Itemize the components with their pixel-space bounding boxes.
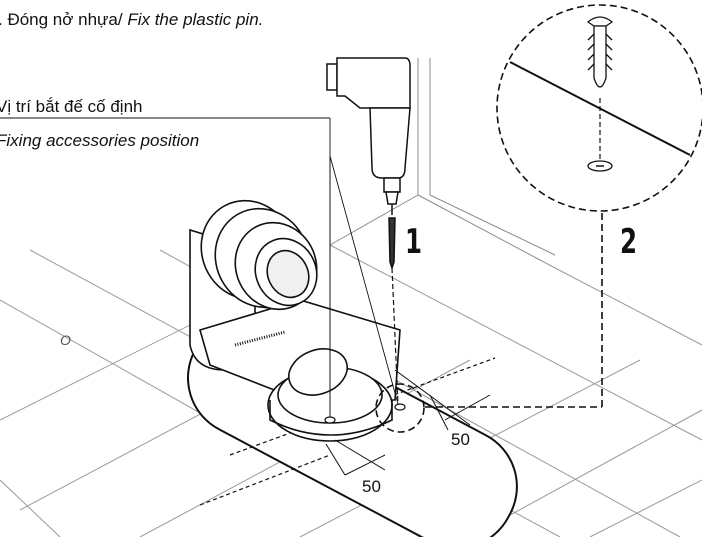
dimension-label-2: 50	[362, 477, 381, 496]
zoom-detail	[496, 4, 702, 212]
instruction-prefix: . Đóng nở nhựa/	[0, 10, 128, 29]
step-number-1: 1	[405, 222, 423, 262]
pipe-connector	[189, 199, 401, 442]
position-label-vietnamese: Vị trí bắt đế cố định	[0, 97, 143, 116]
position-leader-lines	[0, 117, 399, 418]
step-number-2: 2	[620, 222, 638, 262]
instruction-text: . Đóng nở nhựa/ Fix the plastic pin.	[0, 11, 263, 28]
wall-corner	[329, 58, 556, 261]
plastic-pin-icon	[586, 16, 614, 88]
position-label-english: Fixing accessories position	[0, 131, 200, 150]
fixing-holes	[324, 403, 406, 424]
floor-mark: O	[60, 332, 71, 348]
dimension-label-1: 50	[451, 430, 470, 449]
drill-tool	[326, 57, 411, 406]
dimension-lines	[325, 369, 491, 476]
instruction-english: Fix the plastic pin.	[127, 10, 264, 29]
zoom-connector	[375, 210, 603, 433]
